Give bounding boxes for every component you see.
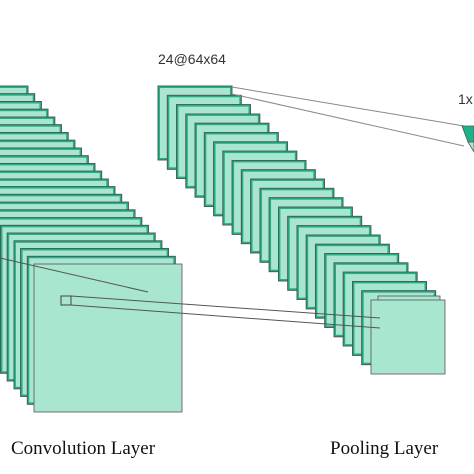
- pooling-feature-map: [370, 299, 446, 375]
- pooling-projection-lines: [231, 86, 465, 147]
- pooling-feature-map-stack: [157, 85, 446, 375]
- convolution-feature-map: [33, 263, 183, 413]
- pooling-projection-line: [231, 93, 465, 147]
- pooling-layer-caption: Pooling Layer: [330, 438, 439, 459]
- convolution-feature-map-stack: [0, 85, 183, 413]
- pooling-projection-line: [231, 86, 465, 127]
- kernel-projection-line: [0, 257, 149, 293]
- next-layer-dimensions-label: 1x: [458, 91, 473, 107]
- convolution-layer-caption: Convolution Layer: [11, 438, 156, 459]
- next-layer-map-edge: [461, 125, 474, 143]
- next-layer-partial-map: [461, 125, 474, 153]
- kernel-projection-line: [70, 295, 381, 319]
- pooling-dimensions-label: 24@64x64: [158, 51, 226, 67]
- kernel-window: [60, 295, 72, 306]
- kernel-projection-line: [70, 304, 381, 329]
- next-layer-map-edge: [467, 141, 474, 153]
- convolution-kernel-overlay: [0, 257, 381, 329]
